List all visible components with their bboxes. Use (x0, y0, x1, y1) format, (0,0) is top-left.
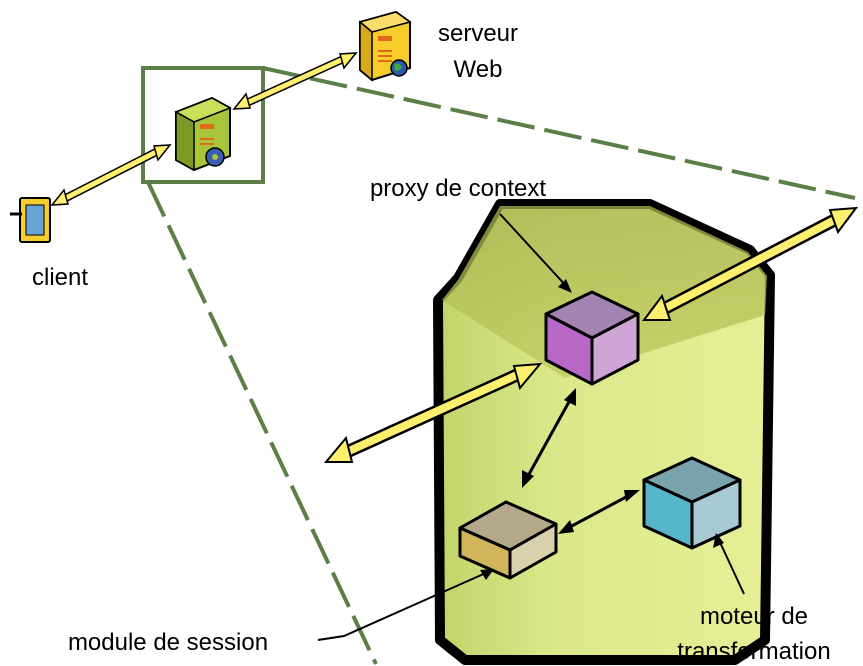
engine-label-2: transformation (677, 638, 830, 665)
engine-pointer-line (717, 537, 745, 595)
proxy-pointer-head (558, 279, 572, 293)
engine-pointer-head (713, 533, 724, 548)
zoom-line-top (262, 66, 856, 200)
arrow-session-engine (558, 490, 640, 534)
link-client-proxy (50, 144, 172, 206)
session-pointer-line (317, 571, 489, 641)
proxy-pointer-line (499, 213, 569, 289)
engine-label-1: moteur de (700, 603, 808, 630)
zoom-rectangle (141, 66, 265, 184)
proxy-server-icon (174, 96, 232, 172)
web-server-icon (358, 10, 412, 82)
zoom-frame (141, 66, 856, 665)
client-tablet-icon (10, 197, 51, 243)
zoom-line-bottom (146, 181, 378, 665)
session-module-label: module de session (68, 629, 268, 656)
web-server-label-2: Web (454, 56, 503, 83)
link-proxy-webserver (232, 52, 358, 110)
transformation-engine-cube (642, 456, 742, 550)
proxy-context-label: proxy de context (370, 175, 546, 202)
link-large-left (323, 362, 543, 463)
context-proxy-cube (544, 290, 640, 386)
link-large-right (642, 206, 859, 321)
web-server-label-1: serveur (438, 20, 518, 47)
client-label: client (32, 264, 88, 291)
session-pointer-head (480, 569, 494, 580)
session-module-cube (458, 500, 558, 580)
arrow-context-session (522, 388, 576, 488)
